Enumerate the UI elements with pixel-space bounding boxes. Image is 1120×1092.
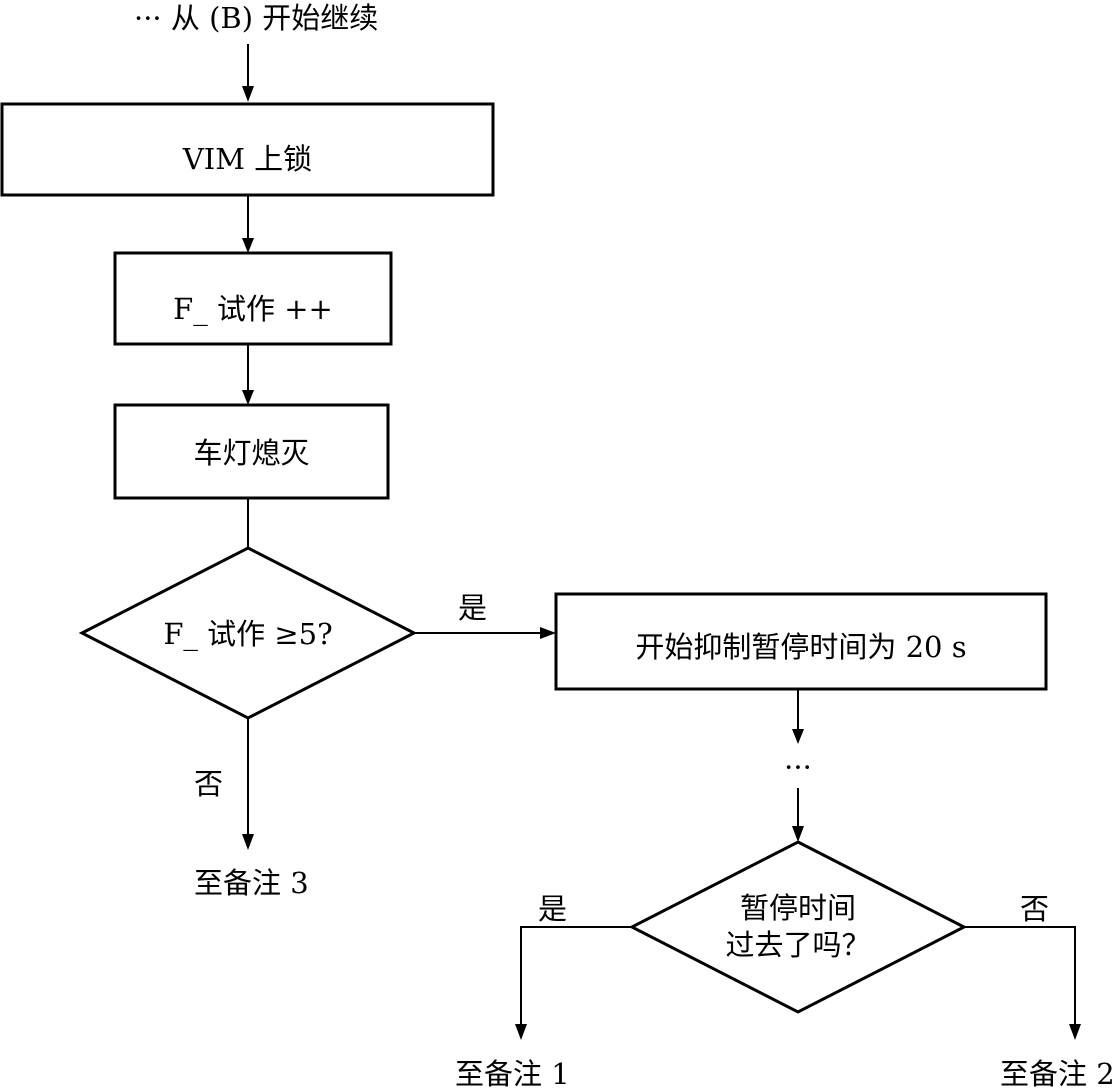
vim-lock-box [0, 102, 495, 197]
arrowhead [540, 627, 556, 639]
connector-pause-yes [520, 926, 632, 1030]
no-label-2: 否 [1020, 892, 1050, 926]
arrowhead [242, 238, 254, 253]
no-label-1: 否 [194, 767, 224, 801]
trial-increment-label: F_ 试作 ++ [173, 292, 333, 326]
yes-label-2: 是 [538, 892, 568, 926]
inhibit-pause-box [554, 592, 1048, 691]
trial-check-label: F_ 试作 ≥5? [163, 617, 333, 651]
start-label: ··· 从 (B) 开始继续 [134, 1, 379, 35]
pause-elapsed-line1: 暂停时间 [739, 891, 856, 925]
arrowhead [792, 729, 804, 744]
yes-label-1: 是 [458, 591, 488, 625]
lights-off-box [113, 403, 390, 500]
pause-elapsed-line2: 过去了吗？ [725, 928, 871, 962]
target-note-1: 至备注 1 [455, 1057, 570, 1091]
arrowhead [515, 1024, 527, 1040]
lights-off-label: 车灯熄灭 [193, 436, 310, 470]
arrowhead [242, 390, 254, 405]
vim-lock-label: VIM 上锁 [182, 142, 313, 176]
target-note-3: 至备注 3 [194, 866, 309, 900]
arrowhead [242, 86, 254, 102]
arrowhead [792, 826, 804, 842]
ellipsis-label: ··· [784, 750, 812, 784]
target-note-2: 至备注 2 [1000, 1057, 1115, 1091]
trial-increment-box [113, 251, 393, 346]
connector-pause-no [964, 926, 1076, 1030]
arrowhead [242, 834, 254, 850]
arrowhead [1069, 1024, 1081, 1040]
pause-elapsed-decision [628, 840, 968, 1014]
inhibit-pause-label: 开始抑制暂停时间为 20 s [635, 630, 967, 664]
